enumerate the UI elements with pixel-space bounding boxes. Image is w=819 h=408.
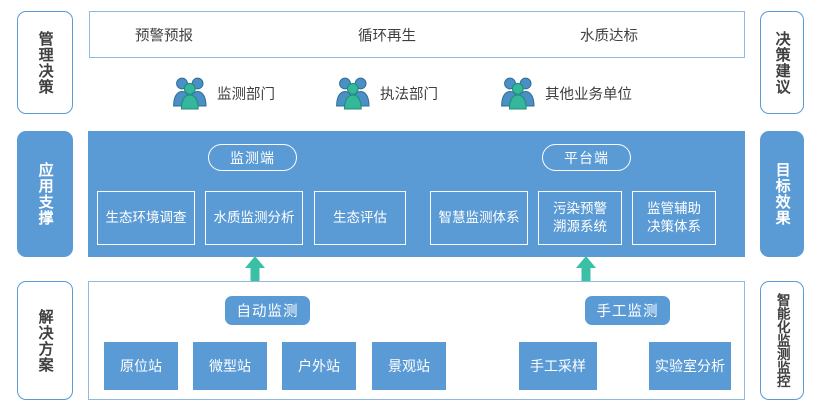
arrow-up-automatic-monitoring	[245, 256, 265, 282]
bot-box-landscape-station-label: 景观站	[388, 358, 430, 374]
top-outcome-panel: 预警预报 循环再生 水质达标	[89, 11, 745, 58]
actor-monitoring-department[interactable]: 监测部门	[172, 76, 275, 110]
rail-right-intelligent-monitoring-label: 智能化监测监控	[774, 293, 790, 388]
mid-box-smart-monitoring-system[interactable]: 智慧监测体系	[430, 191, 528, 245]
pill-monitoring-terminal[interactable]: 监测端	[208, 144, 297, 171]
rail-left-application-support-label: 应用支撑	[36, 162, 54, 226]
pill-monitoring-terminal-label: 监测端	[230, 149, 275, 166]
mid-box-supervision-decision-system-label: 监管辅助 决策体系	[647, 200, 701, 234]
mid-box-pollution-warning-tracing[interactable]: 污染预警 溯源系统	[538, 191, 622, 245]
pill-platform-terminal[interactable]: 平台端	[542, 144, 631, 171]
pill-manual-monitoring-label: 手工监测	[596, 304, 659, 320]
bot-box-lab-analysis[interactable]: 实验室分析	[649, 342, 731, 390]
rail-left-solution-label: 解决方案	[36, 308, 54, 373]
arrow-up-manual-monitoring	[576, 256, 596, 282]
solution-panel: 自动监测 手工监测 原位站 微型站 户外站 景观站 手工采样 实验室分析	[88, 281, 745, 400]
bot-box-landscape-station[interactable]: 景观站	[372, 342, 446, 390]
pill-automatic-monitoring-label: 自动监测	[236, 304, 299, 320]
rail-right-target-effect[interactable]: 目标效果	[760, 131, 804, 257]
rail-left-application-support[interactable]: 应用支撑	[17, 131, 73, 257]
actor-other-business-units[interactable]: 其他业务单位	[500, 76, 632, 110]
mid-box-pollution-warning-tracing-label: 污染预警 溯源系统	[553, 200, 607, 234]
rail-left-solution[interactable]: 解决方案	[17, 281, 73, 400]
bot-box-outdoor-station-label: 户外站	[298, 358, 340, 374]
mid-box-smart-monitoring-system-label: 智慧监测体系	[438, 209, 520, 225]
bot-box-lab-analysis-label: 实验室分析	[655, 358, 725, 374]
mid-box-water-quality-analysis-label: 水质监测分析	[213, 209, 295, 225]
bot-box-manual-sampling-label: 手工采样	[530, 358, 586, 374]
mid-box-supervision-decision-system[interactable]: 监管辅助 决策体系	[632, 191, 716, 245]
people-group-icon	[500, 76, 536, 110]
pill-automatic-monitoring[interactable]: 自动监测	[225, 296, 310, 325]
mid-box-eco-environment-survey-label: 生态环境调查	[105, 209, 187, 225]
pill-platform-terminal-label: 平台端	[564, 149, 609, 166]
rail-left-management-decision[interactable]: 管理决策	[17, 11, 73, 114]
rail-left-management-decision-label: 管理决策	[36, 30, 54, 95]
actor-other-business-units-label: 其他业务单位	[545, 86, 632, 103]
people-group-icon	[172, 76, 208, 110]
application-support-band: 监测端 平台端 生态环境调查 水质监测分析 生态评估 智慧监测体系 污染预警 溯…	[88, 131, 745, 257]
pill-manual-monitoring[interactable]: 手工监测	[585, 296, 670, 325]
actor-law-enforcement-department[interactable]: 执法部门	[335, 76, 438, 110]
top-item-recycling: 循环再生	[358, 28, 416, 44]
people-group-icon	[335, 76, 371, 110]
bot-box-manual-sampling[interactable]: 手工采样	[519, 342, 597, 390]
bot-box-in-situ-station[interactable]: 原位站	[104, 342, 178, 390]
bot-box-in-situ-station-label: 原位站	[120, 358, 162, 374]
rail-right-decision-advice-label: 决策建议	[773, 30, 791, 95]
actor-law-enforcement-department-label: 执法部门	[380, 86, 438, 103]
rail-right-intelligent-monitoring[interactable]: 智能化监测监控	[760, 281, 804, 400]
mid-box-eco-assessment[interactable]: 生态评估	[314, 191, 406, 245]
bot-box-micro-station-label: 微型站	[209, 358, 251, 374]
actor-monitoring-department-label: 监测部门	[217, 86, 275, 103]
bot-box-outdoor-station[interactable]: 户外站	[282, 342, 356, 390]
bot-box-micro-station[interactable]: 微型站	[193, 342, 267, 390]
top-item-water-quality-standard: 水质达标	[580, 28, 638, 44]
mid-box-eco-environment-survey[interactable]: 生态环境调查	[97, 191, 195, 245]
top-item-warning-forecast: 预警预报	[135, 28, 193, 44]
rail-right-target-effect-label: 目标效果	[773, 162, 791, 226]
mid-box-water-quality-analysis[interactable]: 水质监测分析	[205, 191, 303, 245]
rail-right-decision-advice[interactable]: 决策建议	[760, 11, 804, 114]
mid-box-eco-assessment-label: 生态评估	[333, 209, 387, 225]
